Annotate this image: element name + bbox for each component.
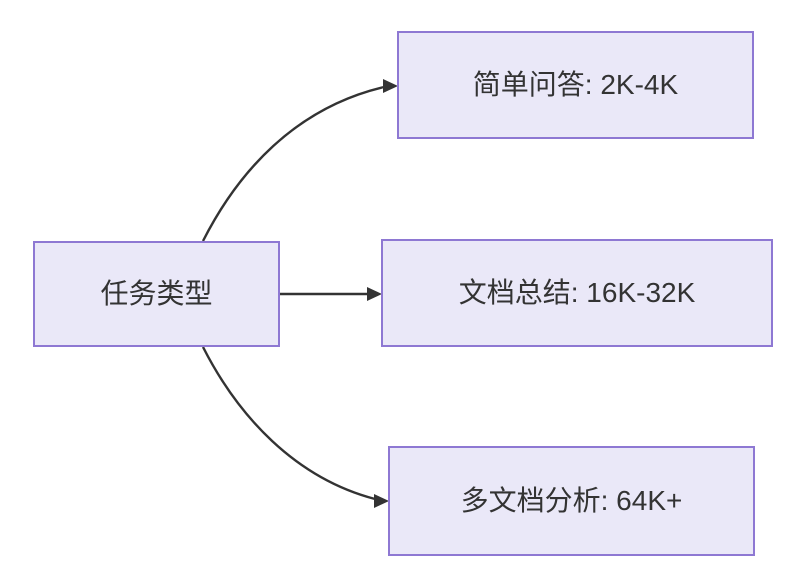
node-task-type-label: 任务类型 [100,278,213,310]
node-multidoc-analysis: 多文档分析: 64K+ [388,446,755,556]
node-doc-summary: 文档总结: 16K-32K [381,239,773,347]
node-simple-qa: 简单问答: 2K-4K [397,31,754,139]
node-doc-summary-label: 文档总结: 16K-32K [458,277,696,309]
node-task-type: 任务类型 [33,241,280,347]
arrowhead-icon [374,494,389,508]
node-multidoc-analysis-label: 多文档分析: 64K+ [460,485,683,517]
arrowhead-icon [383,79,398,93]
arrowhead-icon [367,287,382,301]
edge-root-to-multidoc [201,346,376,501]
edge-root-to-simple-qa [201,85,385,242]
node-simple-qa-label: 简单问答: 2K-4K [472,69,679,101]
